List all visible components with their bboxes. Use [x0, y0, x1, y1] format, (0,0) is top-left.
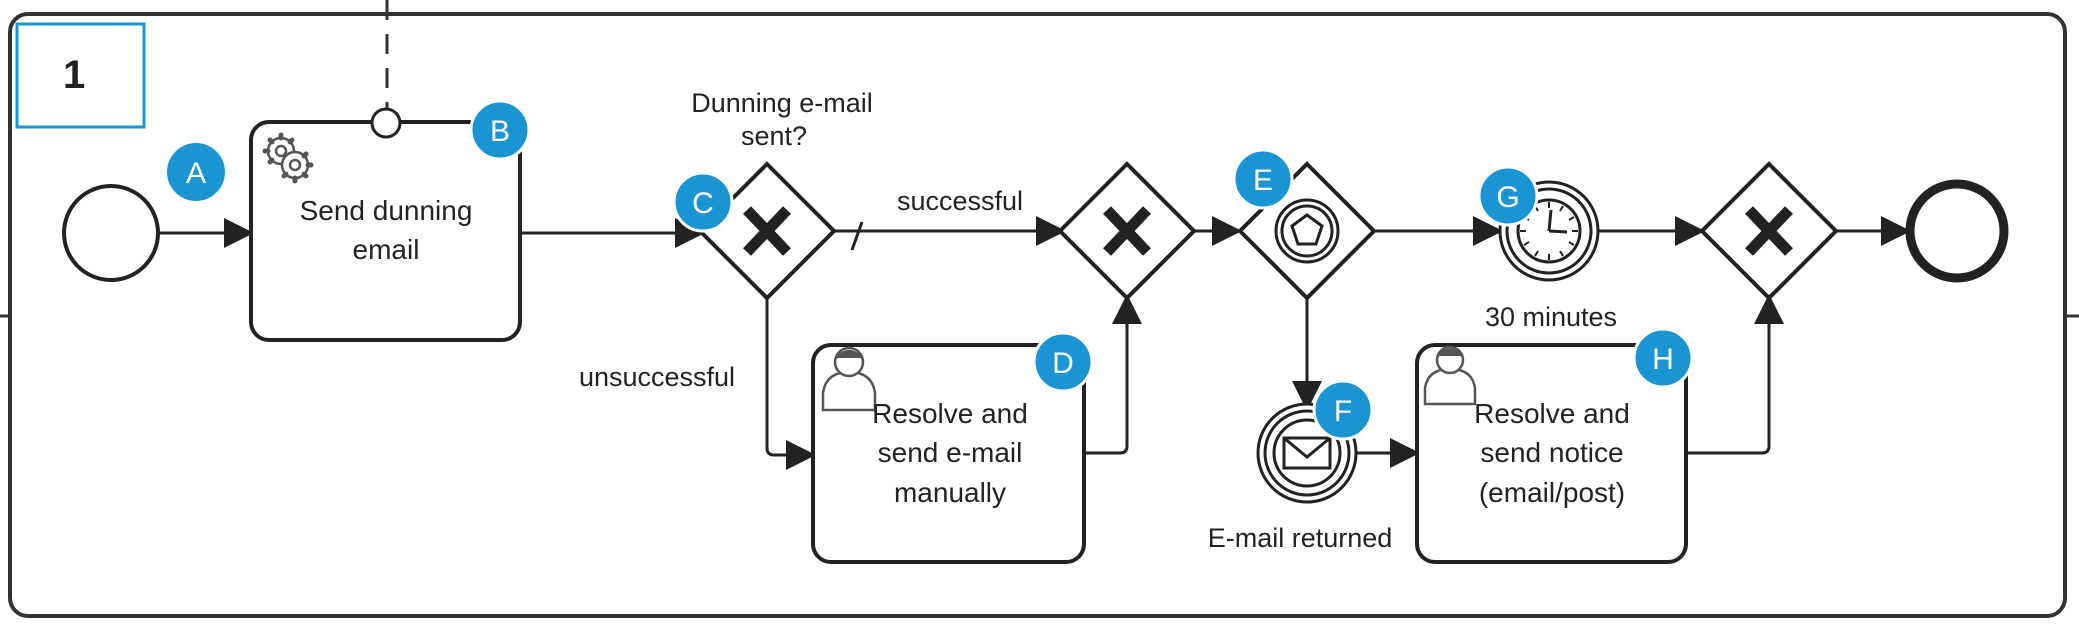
svg-text:B: B — [490, 115, 510, 148]
email-returned-label: E-mail returned — [1208, 523, 1393, 553]
user-icon — [1423, 345, 1477, 406]
badge-d: D — [1032, 331, 1094, 393]
badge-e: E — [1232, 148, 1294, 210]
send-dunning-label-line1: Send dunning — [300, 195, 473, 226]
message-event[interactable] — [1256, 402, 1358, 504]
end-event[interactable] — [1905, 179, 2009, 283]
lane-number-box — [15, 22, 146, 129]
timer-label: 30 minutes — [1485, 302, 1617, 332]
svg-text:F: F — [1334, 395, 1352, 428]
flow-resolve-to-merge — [1084, 294, 1142, 455]
badge-g: G — [1477, 165, 1539, 227]
boundary-event[interactable] — [370, 107, 402, 139]
svg-text:H: H — [1652, 343, 1674, 376]
exclusive-gateway-final[interactable] — [1699, 161, 1839, 301]
resolve-email-label-line3: manually — [894, 477, 1006, 508]
user-icon — [821, 346, 877, 412]
flow-unsuccessful — [765, 298, 816, 470]
gear-icon — [262, 132, 314, 184]
svg-text:A: A — [186, 157, 206, 190]
flow-resolve-notice-to-final — [1686, 294, 1784, 455]
resolve-email-label-line1: Resolve and — [872, 398, 1028, 429]
resolve-email-label-line2: send e-mail — [878, 437, 1023, 468]
unsuccessful-label: unsuccessful — [579, 362, 735, 392]
badge-b: B — [469, 99, 531, 161]
svg-text:G: G — [1496, 181, 1519, 214]
badge-a: A — [167, 143, 225, 201]
badge-c: C — [672, 171, 734, 233]
successful-label: successful — [897, 186, 1023, 216]
exclusive-gateway-merge[interactable] — [1057, 161, 1197, 301]
lane-number: 1 — [63, 53, 85, 97]
resolve-notice-label-line1: Resolve and — [1474, 398, 1630, 429]
gateway-question-line1: Dunning e-mail — [691, 88, 873, 118]
svg-text:D: D — [1052, 347, 1074, 380]
send-dunning-label-line2: email — [353, 234, 420, 265]
badge-f: F — [1312, 379, 1374, 441]
svg-text:E: E — [1253, 164, 1273, 197]
badge-h: H — [1632, 327, 1694, 389]
svg-text:C: C — [692, 187, 714, 220]
gateway-question-line2: sent? — [741, 121, 807, 151]
resolve-notice-label-line3: (email/post) — [1479, 477, 1625, 508]
resolve-notice-label-line2: send notice — [1480, 437, 1623, 468]
start-event[interactable] — [62, 184, 160, 282]
default-flow-marker — [850, 221, 864, 251]
